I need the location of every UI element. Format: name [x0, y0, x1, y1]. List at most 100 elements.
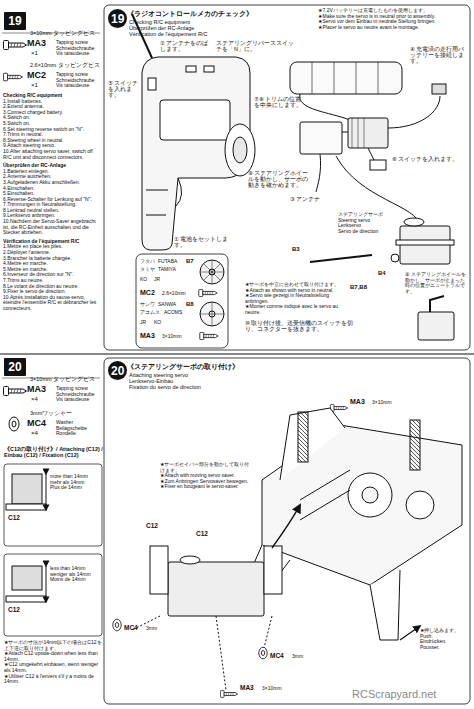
label-text: ★Fixer en bougeant le servo-saver. — [160, 484, 252, 490]
screw-icons-part — [4, 387, 27, 396]
label-text: Attaching steering servo — [129, 372, 201, 378]
battery-and-receiver-part — [312, 62, 378, 94]
step-number: 20 — [8, 360, 21, 374]
steering-servo-part — [391, 254, 399, 262]
chassis-part — [280, 408, 345, 480]
text-group: ×4 — [31, 396, 38, 403]
text-group: 3×10mm — [162, 334, 182, 340]
text-group: MA3 — [350, 398, 365, 406]
text-group: 3mm — [292, 654, 303, 660]
text-group: ×4 — [31, 430, 38, 437]
text-group: less than 14mmweniger als 14mmMoins de 1… — [50, 566, 91, 583]
transmitter-part — [160, 100, 230, 140]
text-group: ステアリングサーボSteering servoLenkservoServo de… — [338, 212, 383, 234]
chassis-part — [406, 491, 434, 519]
text-group: ★サーボを中立に合わせて取り付けます。★Attach as shown with… — [245, 282, 343, 316]
label-text: 10.Nachdem der Servo-Saver angebracht is… — [3, 219, 102, 236]
label-text: ⑥ スイッチを入れます。 — [392, 156, 458, 162]
text-group: ★押し込みます。Push.Eindrücken.Pousser. — [420, 628, 459, 650]
label-text: MA3 — [27, 38, 46, 48]
steering-servo-part — [430, 296, 444, 312]
text-group: MA3 — [140, 332, 155, 340]
label-text: 3×10mm — [372, 400, 392, 406]
label-text: JR — [154, 277, 160, 283]
label-text: タミヤ — [140, 267, 155, 273]
label-text: C12 — [146, 522, 158, 529]
text-group: ⑥ スイッチを入れます。 — [392, 156, 458, 162]
step-badge: 20 — [108, 361, 127, 380]
c12-diagrams-part — [4, 554, 102, 636]
label-text: 3×10mm タッピングビス — [30, 376, 95, 382]
text-group: KO — [140, 277, 147, 283]
text-group: more than 14mmmehr als 14mmPlus de 14mm — [50, 474, 88, 491]
screw-icons-part — [113, 619, 121, 631]
c12-diagrams-part — [6, 504, 46, 510]
transmitter-part — [176, 178, 182, 206]
label-text: ★サーボセイバー部分を動かして取り付けます。 — [160, 462, 252, 473]
text-group: ★7.2Vバッテリーは充電したものを使用します。★Make sure the s… — [318, 8, 436, 30]
transmitter-part — [204, 66, 214, 72]
text-group: MC2 — [27, 70, 46, 80]
label-text: ×4 — [31, 430, 38, 437]
c12-diagrams-part — [46, 474, 47, 510]
servo-step20-part — [132, 616, 272, 690]
text-group: WasherBeilagscheibeRondelle — [56, 420, 87, 437]
label-text: SANWA — [158, 302, 176, 308]
label-text: ×4 — [31, 396, 38, 403]
label-text: Einbau (C12) / Fixation (C12) — [4, 452, 103, 458]
frame-lines-part — [104, 5, 470, 350]
transmitter-part — [225, 124, 255, 176]
battery-and-receiver-part — [348, 118, 388, 148]
text-group: Tapping screwSchneidschraubeVis taraudeu… — [56, 386, 95, 403]
steering-servo-part — [418, 312, 454, 340]
text-group: ★サーボセイバー部分を動かして取り付けます。★Attach with movin… — [160, 462, 252, 490]
chassis-part — [348, 473, 392, 517]
label-text: アコムス — [140, 310, 160, 316]
battery-and-receiver-part — [432, 84, 446, 94]
text-group: ⑩ 取り付け後、送受信機のスイッチを切り、コネクターを抜きます。 — [245, 320, 355, 332]
label-text: ★C12 umgekehrt einbauen, wenn weniger al… — [4, 662, 103, 673]
text-group: C12 — [196, 530, 208, 537]
battery-and-receiver-part — [352, 118, 364, 148]
servo-step20-part — [264, 546, 282, 594]
label-text: ② アンテナをのばします。 — [160, 40, 212, 52]
chassis-part — [298, 412, 308, 462]
text-group: 3×10mm タッピングビス — [30, 376, 95, 382]
text-group: FUTABA — [158, 259, 177, 265]
text-group: Attaching steering servoLenkservo-Einbau… — [129, 372, 201, 390]
label-text: B4 — [378, 270, 386, 277]
screw-icons-part — [3, 73, 22, 81]
text-group: B4 — [378, 270, 386, 277]
label-text: Vis taraudeuse — [56, 51, 95, 57]
c12-diagrams-part — [12, 566, 42, 590]
label-text: ×1 — [31, 50, 38, 57]
servo-horn-box-part — [200, 260, 224, 284]
text-group: MA3 — [27, 384, 46, 394]
label-text: 《C12の取り付け》/ Attaching (C12) / — [4, 446, 103, 452]
label-text: 《ステアリングサーボの取り付け》 — [127, 363, 239, 370]
text-group: KO — [154, 320, 161, 326]
servo-step20-part — [400, 626, 420, 640]
label-text: B7 — [186, 258, 194, 265]
label-text: Vis taraudeuse — [56, 83, 95, 89]
label-text: Rondelle — [56, 431, 87, 437]
text-group: ⑨ ステアリングホイールを動かし、サーボの動きを確かめます。 — [248, 170, 310, 188]
label-text: 3mm — [292, 654, 303, 660]
battery-and-receiver-part — [290, 62, 402, 94]
battery-and-receiver-part — [342, 132, 348, 133]
label-text: Überprüfen der RC-Anlage — [129, 25, 207, 31]
chassis-part — [300, 470, 350, 520]
text-group: C12 — [8, 606, 20, 613]
label-text: KO — [154, 320, 161, 326]
text-group: ★サーボの寸法が14mm以下の場合はC12を上下逆に取り付けます。★Attach… — [4, 640, 103, 685]
label-text: MC4 — [124, 624, 138, 631]
servo-horn-box-part — [200, 302, 224, 326]
screw-icons-part — [9, 417, 19, 431]
servo-step20 — [132, 505, 420, 690]
servo-horn-box-part — [136, 254, 228, 348]
label-text: ① 電池をセットします。 — [174, 236, 234, 248]
label-text: Checking R/C equipment — [129, 19, 207, 25]
text-group: Checking R/C equipmentÜberprüfen der RC-… — [129, 19, 207, 37]
